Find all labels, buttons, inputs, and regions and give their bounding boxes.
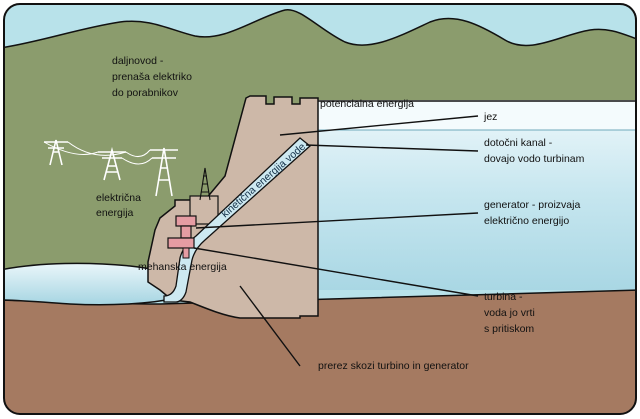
label-potential-energy: potencialna energija <box>320 98 414 110</box>
label-intake-line2: dovajo vodo turbinam <box>484 153 585 165</box>
label-intake-line1: dotočni kanal - <box>484 137 553 149</box>
reservoir <box>300 100 636 290</box>
label-generator-line2: električno energijo <box>484 215 569 227</box>
label-transmission-line3: do porabnikov <box>112 87 179 99</box>
label-turbine-line2: voda jo vrti <box>484 307 535 319</box>
power-lines <box>43 141 153 165</box>
dam-tower <box>199 167 211 201</box>
label-turbine-line3: s pritiskom <box>484 323 534 335</box>
label-electric-energy-line2: energija <box>96 207 134 219</box>
label-generator-line1: generator - proizvaja <box>484 199 580 211</box>
transmission-tower <box>98 146 126 181</box>
transmission-tower <box>150 147 178 197</box>
transmission-tower <box>44 139 68 166</box>
ground <box>4 289 636 414</box>
label-electric-energy-line1: električna <box>96 192 141 204</box>
label-mechanical-energy: mehanska energija <box>138 261 227 273</box>
generator <box>167 215 197 259</box>
label-dam: jez <box>483 111 497 123</box>
leader-lines <box>193 115 479 367</box>
label-turbine-line1: turbina - <box>484 291 523 303</box>
label-transmission-line2: prenaša elektriko <box>112 71 192 83</box>
label-cross-section: prerez skozi turbino in generator <box>318 360 469 372</box>
frame <box>3 3 637 415</box>
reservoir-surface <box>300 100 636 130</box>
label-transmission-line1: daljnovod - <box>112 55 164 67</box>
penstock <box>163 137 312 303</box>
